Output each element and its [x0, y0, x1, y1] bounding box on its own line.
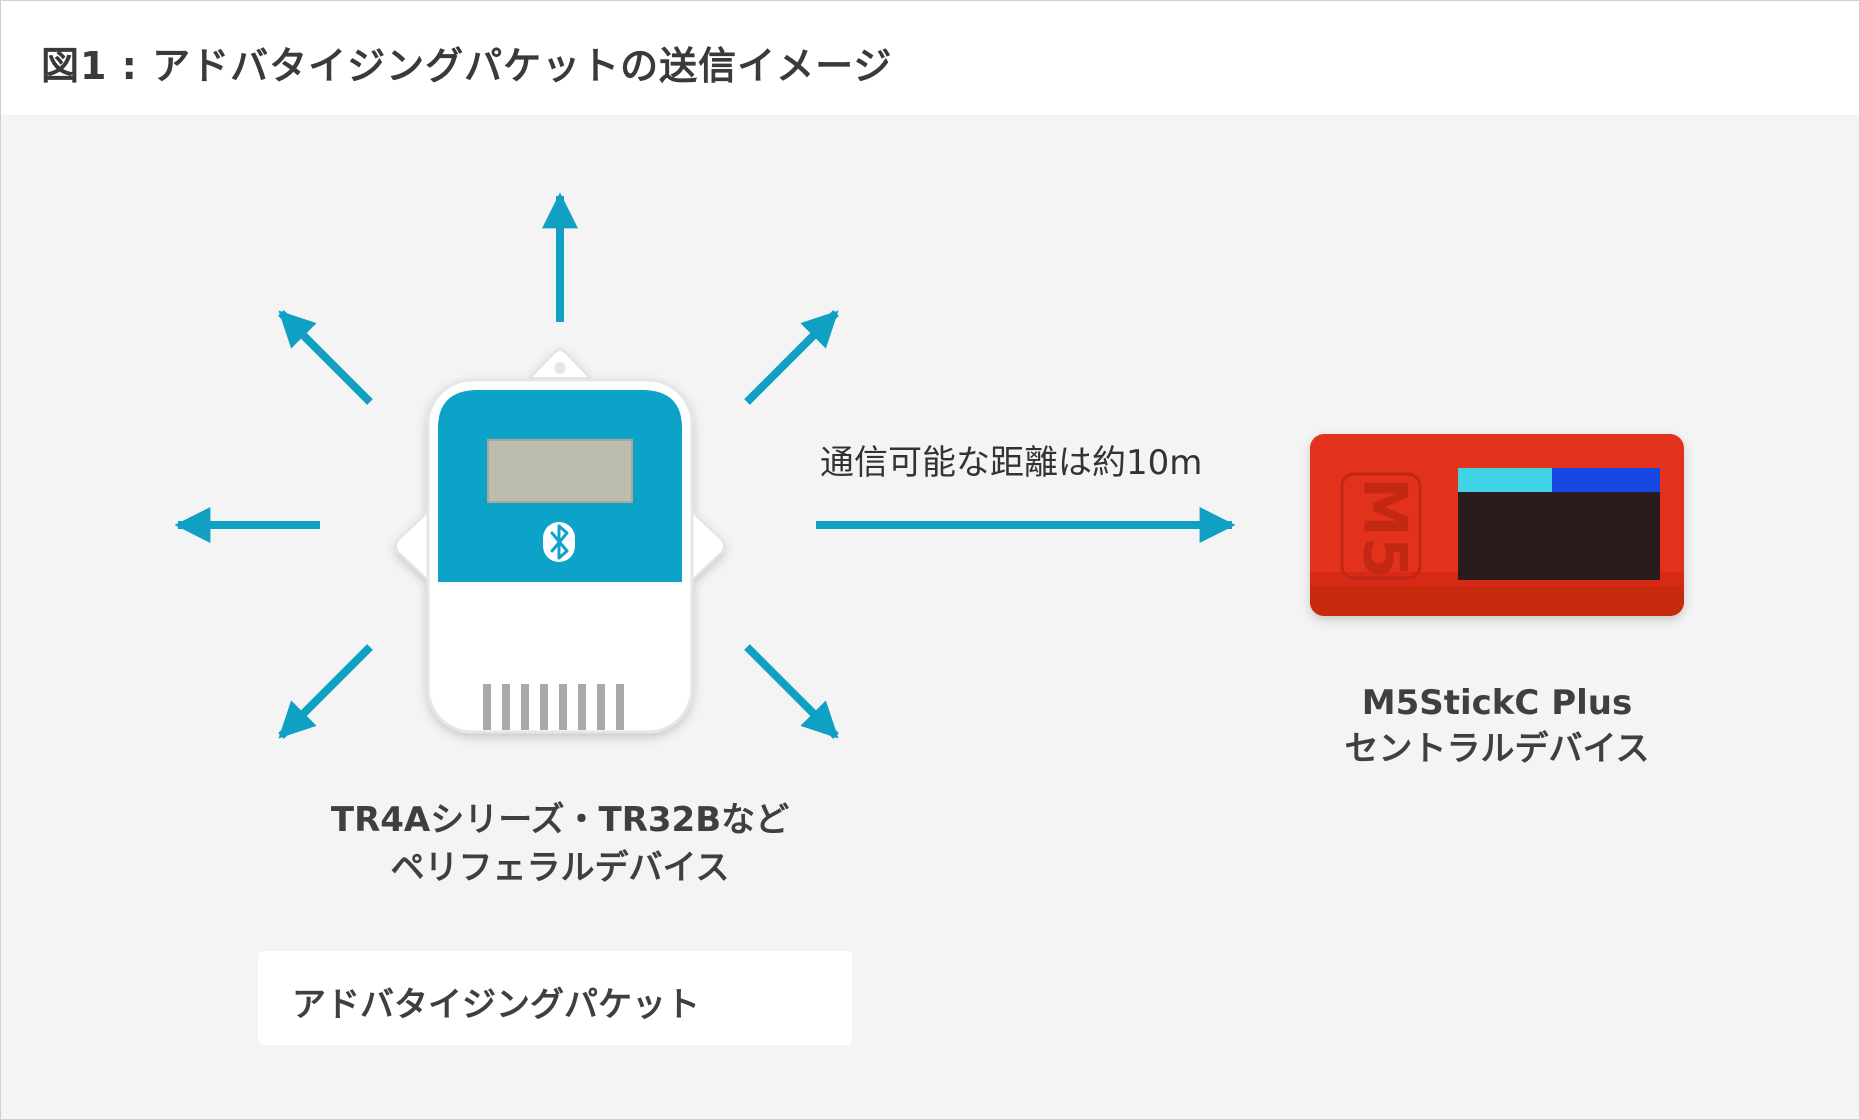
central-model-line: M5StickC Plus	[1361, 683, 1633, 723]
bluetooth-icon	[543, 522, 575, 562]
lcd-display	[487, 439, 633, 503]
central-role-line: セントラルデバイス	[1344, 729, 1650, 769]
distance-label: 通信可能な距離は約10m	[820, 443, 1203, 483]
figure-header: 図1 : アドバタイジングパケットの送信イメージ	[1, 1, 1859, 115]
m5-logo-frame	[1340, 472, 1422, 580]
peripheral-role-line: ペリフェラルデバイス	[390, 848, 730, 888]
central-label: M5StickC Plus セントラルデバイス	[1247, 680, 1747, 772]
peripheral-model-line: TR4Aシリーズ・TR32Bなど	[330, 800, 790, 840]
vent-slots	[483, 684, 624, 730]
figure-title: 図1 : アドバタイジングパケットの送信イメージ	[41, 44, 893, 88]
peripheral-label: TR4Aシリーズ・TR32Bなど ペリフェラルデバイス	[258, 796, 862, 892]
broadcast-arrows	[174, 192, 839, 739]
legend-label: アドバタイジングパケット	[292, 985, 700, 1025]
arrow-down-right	[744, 644, 839, 739]
arrow-up-right	[744, 310, 839, 405]
arrow-up-left	[278, 310, 373, 405]
arrow-down-left	[278, 644, 373, 739]
central-device	[1310, 434, 1684, 616]
legend-box: アドバタイジングパケット	[258, 951, 852, 1045]
m5-logo: M5	[1349, 477, 1419, 578]
